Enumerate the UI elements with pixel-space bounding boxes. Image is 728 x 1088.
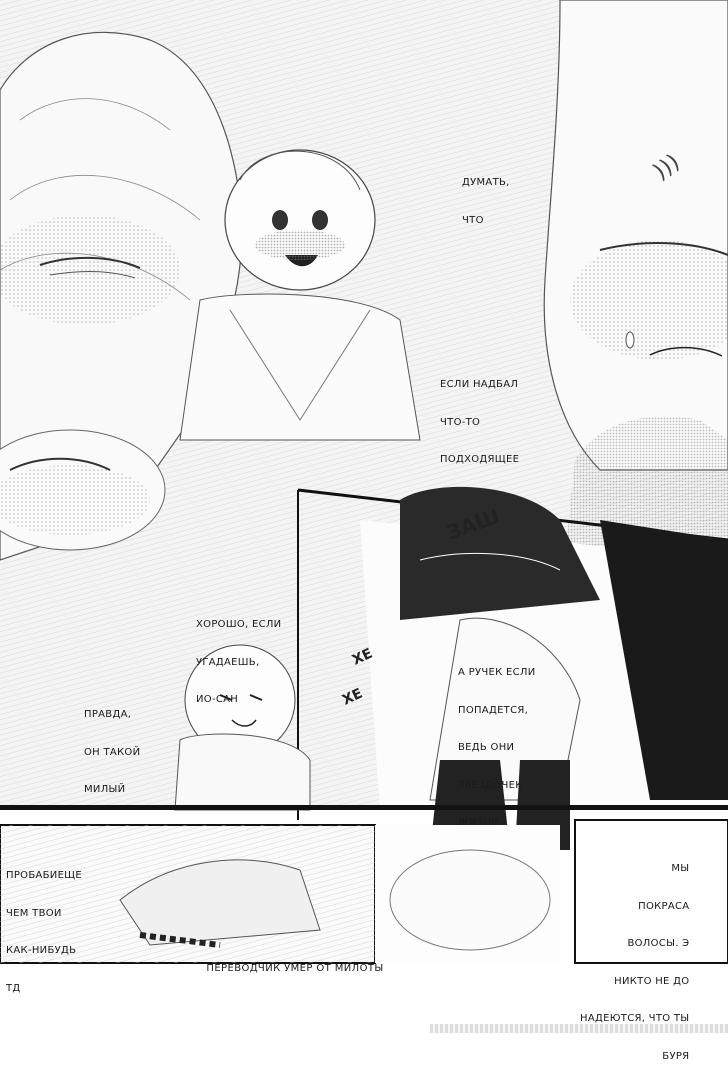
bubble-line: как-нибудь bbox=[6, 945, 77, 956]
bubble-line: хорошо, если bbox=[196, 619, 282, 630]
bubble-line: что bbox=[462, 214, 484, 226]
bubble-line: чем твои bbox=[6, 907, 62, 919]
manga-artwork: ЗАШ ХЕ ХЕ ))) bbox=[0, 0, 728, 964]
manga-page: ЗАШ ХЕ ХЕ ))) думать, что если надбал чт… bbox=[0, 0, 728, 1062]
bubble-line: ведь они bbox=[458, 742, 515, 753]
bubble-line: покраса bbox=[638, 900, 690, 912]
bubble-line: подходящее bbox=[440, 454, 520, 465]
speech-bubble-6: пробабиеще чем твои как-нибудь тд bbox=[6, 845, 82, 1020]
bubble-line: а ручек если bbox=[458, 667, 536, 678]
bubble-line: волосы. Э bbox=[627, 938, 690, 949]
bubble-line: надеются, что ты bbox=[580, 1013, 690, 1024]
bubble-line: звездочек bbox=[458, 779, 523, 791]
bubble-line: если надбал bbox=[440, 379, 519, 390]
bubble-line: он такой bbox=[84, 746, 141, 758]
bubble-line: что-то bbox=[440, 416, 481, 428]
speech-bubble-2: если надбал что-то подходящее bbox=[440, 354, 519, 492]
bubble-line: милый bbox=[84, 784, 126, 795]
bubble-line: жизни bbox=[458, 817, 500, 828]
bubble-line: буря bbox=[662, 1050, 690, 1062]
bubble-line: тд bbox=[6, 982, 21, 994]
bubble-line: никто не до bbox=[614, 975, 690, 987]
bubble-line: попадется, bbox=[458, 704, 529, 716]
bubble-line: правда, bbox=[84, 709, 132, 720]
scan-strip bbox=[430, 1024, 728, 1033]
bubble-line: мы bbox=[671, 863, 690, 874]
bubble-line: Ио-сан bbox=[196, 694, 239, 705]
translator-caption: ПЕРЕВОДЧИК УМЕР ОТ МИЛОТЫ bbox=[206, 963, 384, 974]
speech-bubble-4: правда, он такой милый bbox=[84, 684, 140, 822]
svg-text:ХЕ: ХЕ bbox=[340, 686, 365, 709]
bubble-line: угадаешь, bbox=[196, 656, 260, 668]
speech-bubble-7: мы покраса волосы. Э никто не до надеютс… bbox=[580, 838, 689, 1088]
bubble-line: думать, bbox=[462, 177, 510, 188]
speech-bubble-1: думать, что bbox=[462, 152, 510, 252]
svg-text:ХЕ: ХЕ bbox=[350, 646, 375, 669]
bubble-line: пробабиеще bbox=[6, 870, 83, 881]
speech-bubble-5: а ручек если попадется, ведь они звездоч… bbox=[458, 642, 536, 855]
speech-bubble-3: хорошо, если угадаешь, Ио-сан bbox=[196, 594, 281, 732]
